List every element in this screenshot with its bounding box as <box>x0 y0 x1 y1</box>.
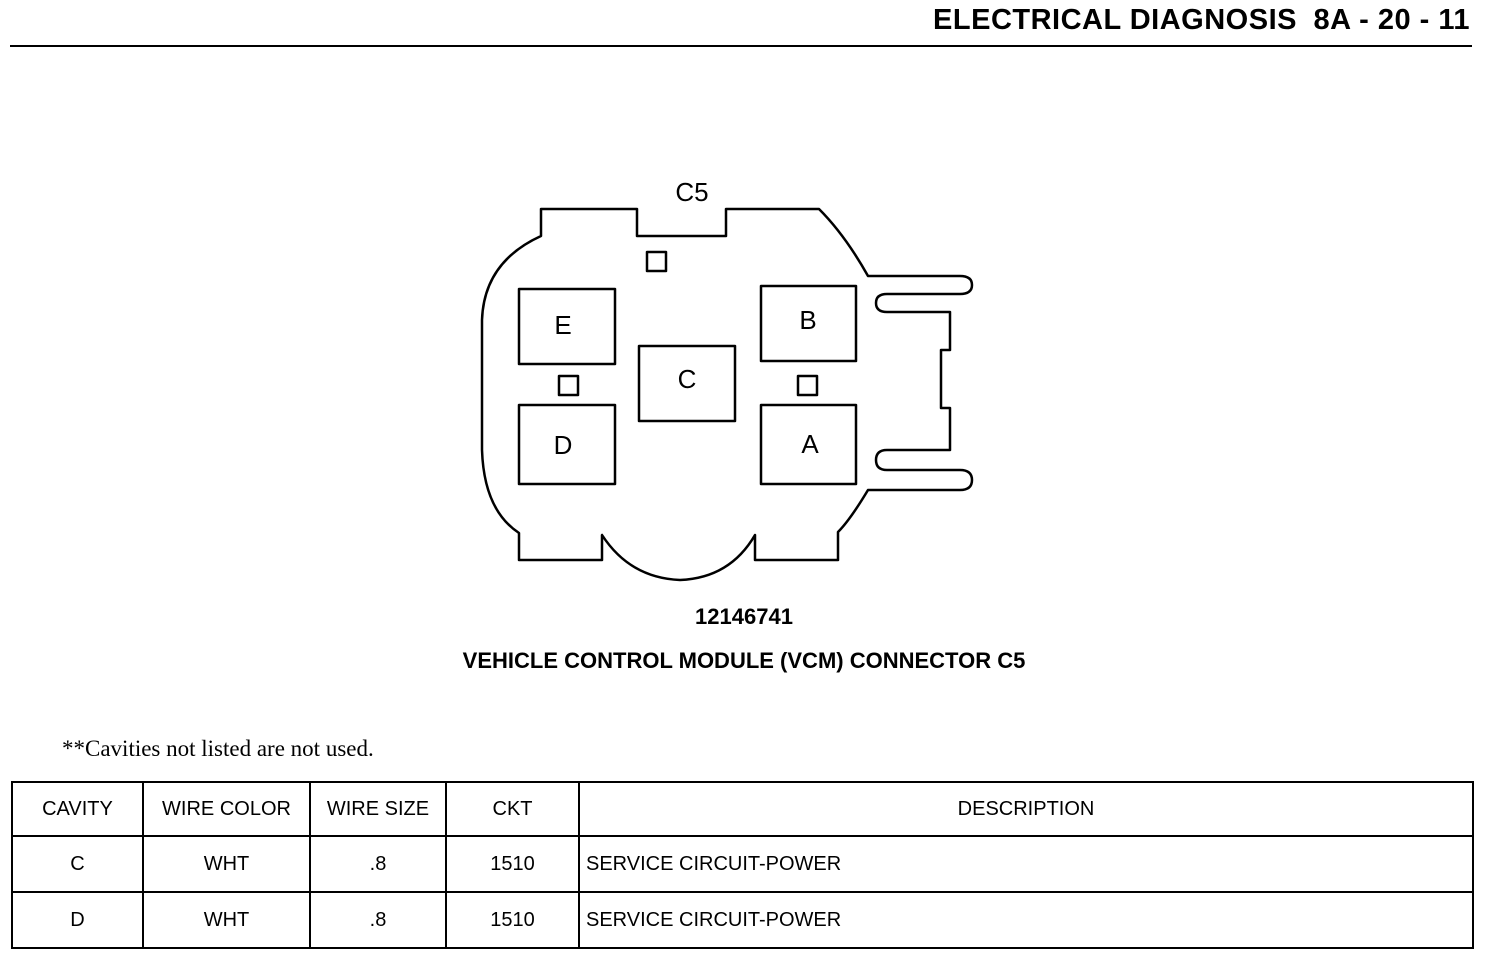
section-title: ELECTRICAL DIAGNOSIS <box>933 4 1297 36</box>
header-ckt: CKT <box>445 781 580 837</box>
header-title: ELECTRICAL DIAGNOSIS 8A - 20 - 11 <box>925 4 1470 37</box>
header-cavity: CAVITY <box>11 781 144 837</box>
cell-wire-color: WHT <box>142 891 311 949</box>
unused-cavities-note: **Cavities not listed are not used. <box>62 736 374 761</box>
cell-cavity: C <box>11 835 144 893</box>
cavity-e <box>517 287 617 366</box>
cavity-label-b: B <box>799 305 816 335</box>
connector-drawing: C5 E B C D A <box>480 177 974 582</box>
cell-wire-color: WHT <box>142 835 311 893</box>
cell-ckt: 1510 <box>445 835 580 893</box>
part-number: 12146741 <box>695 604 793 629</box>
cell-wire-size: .8 <box>309 891 447 949</box>
connector-label: C5 <box>675 177 708 207</box>
table-header-row: CAVITY WIRE COLOR WIRE SIZE CKT DESCRIPT… <box>11 781 1474 837</box>
cell-ckt: 1510 <box>445 891 580 949</box>
key-square-left <box>557 374 580 397</box>
page-header: ELECTRICAL DIAGNOSIS 8A - 20 - 11 <box>0 0 1488 50</box>
cell-cavity: D <box>11 891 144 949</box>
cell-description: SERVICE CIRCUIT-POWER <box>578 835 1474 893</box>
cavity-d <box>517 403 617 486</box>
cell-description: SERVICE CIRCUIT-POWER <box>578 891 1474 949</box>
header-description: DESCRIPTION <box>578 781 1474 837</box>
cavity-label-e: E <box>554 310 571 340</box>
header-wire-size: WIRE SIZE <box>309 781 447 837</box>
header-wire-color: WIRE COLOR <box>142 781 311 837</box>
cavity-label-a: A <box>801 429 819 459</box>
cavity-b <box>759 284 858 363</box>
page-number: 8A - 20 - 11 <box>1313 4 1470 36</box>
cavity-label-d: D <box>554 430 573 460</box>
cavity-label-c: C <box>678 364 697 394</box>
key-square-top <box>645 250 668 273</box>
cell-wire-size: .8 <box>309 835 447 893</box>
header-rule <box>10 45 1472 47</box>
cavity-a <box>759 403 858 486</box>
table-row: D WHT .8 1510 SERVICE CIRCUIT-POWER <box>11 891 1474 949</box>
key-square-right <box>796 374 819 397</box>
connector-housing <box>480 207 974 582</box>
pinout-table: CAVITY WIRE COLOR WIRE SIZE CKT DESCRIPT… <box>11 781 1474 949</box>
table-row: C WHT .8 1510 SERVICE CIRCUIT-POWER <box>11 835 1474 893</box>
connector-title: VEHICLE CONTROL MODULE (VCM) CONNECTOR C… <box>462 648 1026 673</box>
connector-diagram: C5 E B C D A <box>480 177 974 582</box>
cavity-c <box>637 344 737 423</box>
